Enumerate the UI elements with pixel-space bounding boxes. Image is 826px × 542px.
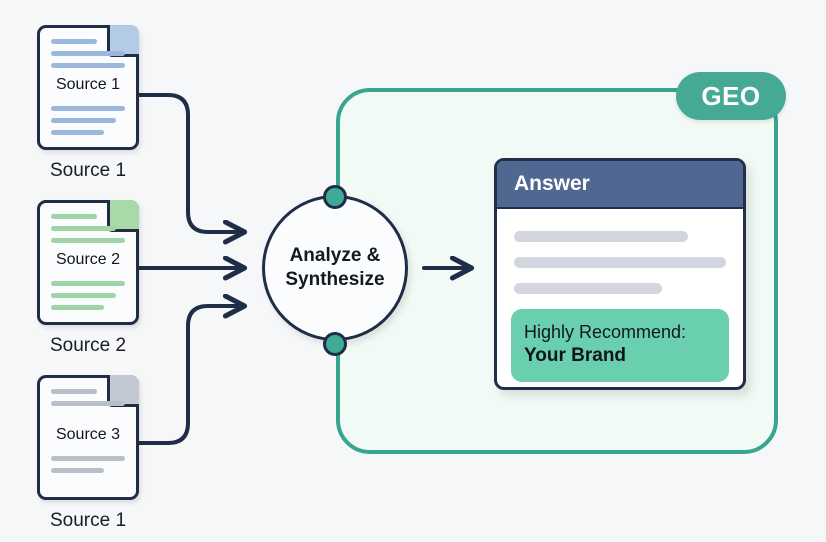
recommendation-label: Highly Recommend: bbox=[524, 322, 687, 342]
document-text-line bbox=[51, 305, 105, 310]
document-text-line bbox=[51, 118, 117, 123]
document-text-line bbox=[51, 281, 125, 286]
answer-text-placeholder bbox=[514, 231, 688, 242]
document-text-line bbox=[51, 293, 117, 298]
document-text-line bbox=[51, 106, 125, 111]
connection-dot-bottom bbox=[323, 332, 347, 356]
document-text-line bbox=[51, 401, 125, 406]
recommendation-brand: Your Brand bbox=[524, 344, 627, 366]
recommendation-highlight: Highly Recommend: Your Brand bbox=[511, 309, 729, 383]
document-lines-bottom-1 bbox=[51, 106, 125, 142]
source-document-3: Source 3 Source 1 bbox=[18, 375, 158, 532]
document-text-line bbox=[51, 468, 105, 473]
source-caption-2: Source 2 bbox=[49, 335, 127, 356]
answer-text-placeholder bbox=[514, 283, 663, 294]
process-node: Analyze & Synthesize bbox=[262, 195, 408, 341]
answer-card-body bbox=[497, 209, 743, 294]
document-icon-3: Source 3 bbox=[37, 375, 139, 500]
answer-text-placeholder bbox=[514, 257, 726, 268]
document-text-line bbox=[51, 389, 97, 394]
document-text-line bbox=[51, 456, 125, 461]
source-document-2: Source 2 Source 2 bbox=[18, 200, 158, 357]
document-text-line bbox=[51, 51, 125, 56]
answer-card-header: Answer bbox=[497, 161, 743, 209]
process-node-label: Analyze & Synthesize bbox=[285, 244, 385, 290]
document-icon-1: Source 1 bbox=[37, 25, 139, 150]
answer-card-title: Answer bbox=[514, 172, 590, 195]
document-lines-bottom-3 bbox=[51, 456, 125, 480]
document-text-line bbox=[51, 238, 125, 243]
document-title-2: Source 2 bbox=[55, 251, 121, 268]
geo-badge: GEO bbox=[676, 72, 786, 120]
document-text-line bbox=[51, 130, 105, 135]
document-text-line bbox=[51, 214, 97, 219]
document-lines-top-3 bbox=[51, 389, 125, 413]
document-title-1: Source 1 bbox=[55, 76, 121, 93]
source-caption-3: Source 1 bbox=[49, 510, 127, 531]
document-title-3: Source 3 bbox=[55, 426, 121, 443]
document-text-line bbox=[51, 226, 117, 231]
document-lines-top-1 bbox=[51, 39, 125, 75]
document-lines-bottom-2 bbox=[51, 281, 125, 317]
document-icon-2: Source 2 bbox=[37, 200, 139, 325]
document-text-line bbox=[51, 63, 125, 68]
source-document-1: Source 1 Source 1 bbox=[18, 25, 158, 182]
geo-badge-label: GEO bbox=[701, 80, 761, 111]
connection-dot-top bbox=[323, 185, 347, 209]
document-text-line bbox=[51, 39, 97, 44]
answer-card: Answer Highly Recommend: Your Brand bbox=[494, 158, 746, 390]
source-caption-1: Source 1 bbox=[49, 160, 127, 181]
document-lines-top-2 bbox=[51, 214, 125, 250]
